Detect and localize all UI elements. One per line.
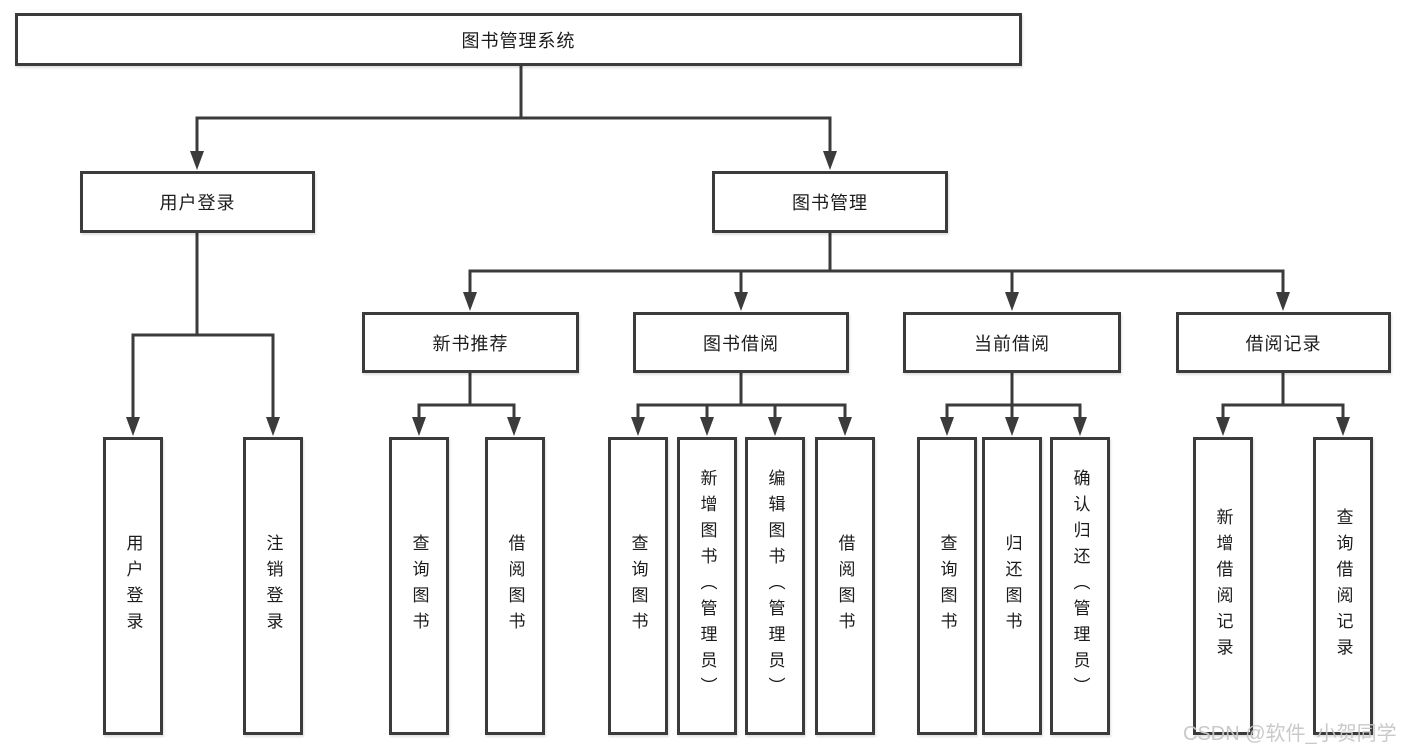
node-book-borrow-label: 图书借阅 (703, 333, 779, 354)
node-new-book-recommend: 新书推荐 (362, 312, 579, 373)
arrowheads (126, 151, 1350, 436)
leaf-bb-borrow-books-label: 借阅图书 (835, 534, 855, 638)
node-new-book-recommend-label: 新书推荐 (432, 333, 509, 354)
leaf-br-query-record: 查询借阅记录 (1313, 437, 1373, 735)
leaf-cb-confirm-return-admin-label: 确认归还（管理员） (1070, 469, 1090, 703)
node-book-management: 图书管理 (712, 171, 948, 233)
leaf-bb-query-books: 查询图书 (608, 437, 668, 735)
node-book-borrow: 图书借阅 (633, 312, 849, 373)
node-book-management-label: 图书管理 (792, 193, 868, 213)
leaf-logout-login-label: 注销登录 (263, 534, 283, 638)
leaf-logout-login: 注销登录 (243, 437, 303, 735)
node-borrow-records: 借阅记录 (1176, 312, 1391, 373)
leaf-nr-query-books: 查询图书 (389, 437, 449, 735)
node-root-label: 图书管理系统 (461, 30, 576, 51)
leaf-bb-add-books-admin: 新增图书（管理员） (677, 437, 737, 735)
node-root-system: 图书管理系统 (15, 13, 1022, 66)
leaf-nr-borrow-books-label: 借阅图书 (505, 534, 525, 638)
node-user-login: 用户登录 (80, 171, 315, 233)
leaf-cb-return-books: 归还图书 (982, 437, 1042, 735)
leaf-bb-query-books-label: 查询图书 (628, 534, 648, 638)
leaf-user-login-label: 用户登录 (123, 534, 143, 638)
leaf-bb-borrow-books: 借阅图书 (815, 437, 875, 735)
leaf-br-query-record-label: 查询借阅记录 (1333, 508, 1353, 664)
leaf-bb-edit-books-admin-label: 编辑图书（管理员） (765, 469, 785, 703)
leaf-cb-query-books-label: 查询图书 (937, 534, 957, 638)
node-current-borrow-label: 当前借阅 (974, 333, 1050, 354)
leaf-bb-add-books-admin-label: 新增图书（管理员） (697, 469, 717, 703)
leaf-br-add-record: 新增借阅记录 (1193, 437, 1253, 735)
leaf-bb-edit-books-admin: 编辑图书（管理员） (745, 437, 805, 735)
leaf-cb-query-books: 查询图书 (917, 437, 977, 735)
leaf-nr-query-books-label: 查询图书 (409, 534, 429, 638)
leaf-nr-borrow-books: 借阅图书 (485, 437, 545, 735)
leaf-cb-confirm-return-admin: 确认归还（管理员） (1050, 437, 1110, 735)
node-borrow-records-label: 借阅记录 (1245, 333, 1322, 354)
leaf-cb-return-books-label: 归还图书 (1002, 534, 1022, 638)
leaf-br-add-record-label: 新增借阅记录 (1213, 508, 1233, 664)
node-current-borrow: 当前借阅 (903, 312, 1121, 373)
leaf-user-login: 用户登录 (103, 437, 163, 735)
watermark: CSDN @软件_小贺同学 (1183, 723, 1397, 745)
node-user-login-label: 用户登录 (159, 193, 236, 213)
